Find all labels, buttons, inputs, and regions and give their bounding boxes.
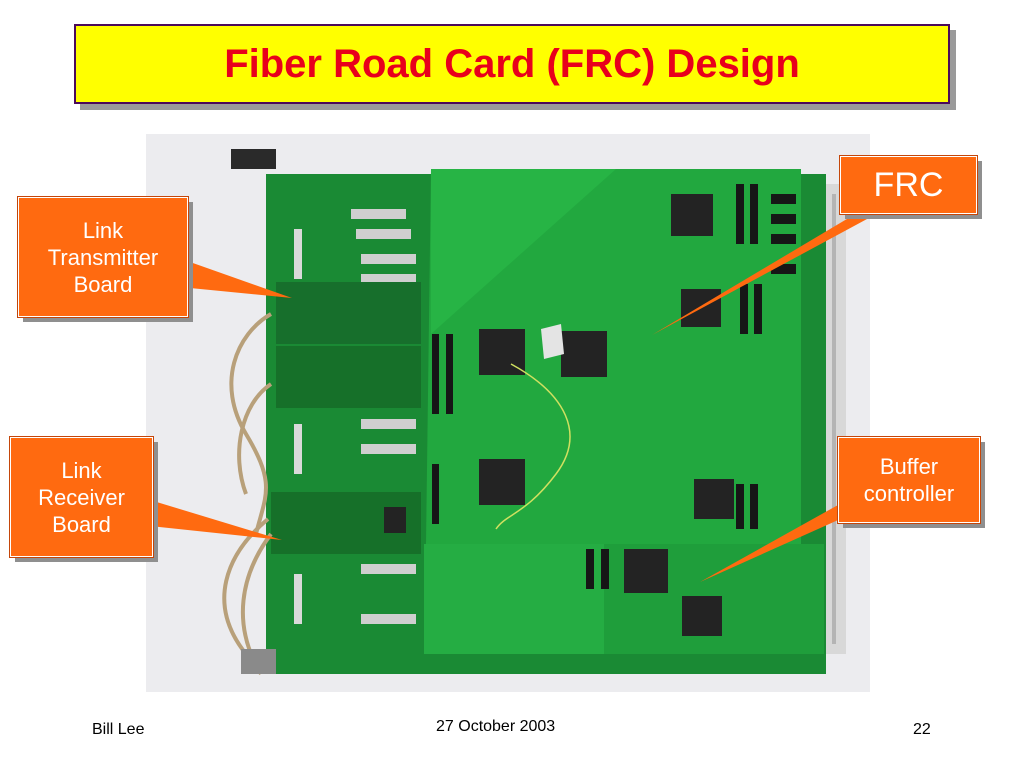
- slide-title-box: Fiber Road Card (FRC) Design: [74, 24, 950, 104]
- footer-page-number: 22: [913, 721, 931, 738]
- callout-link-transmitter-label: Link Transmitter Board: [47, 217, 159, 297]
- callout-frc-label: FRC: [873, 166, 944, 204]
- footer-author: Bill Lee: [92, 721, 145, 738]
- callout-link-transmitter-board: Link Transmitter Board: [17, 196, 189, 318]
- slide-title: Fiber Road Card (FRC) Design: [224, 41, 800, 86]
- callout-buffer-controller: Buffer controller: [837, 436, 981, 524]
- board-photo: [146, 134, 870, 692]
- callout-buffer-controller-label: Buffer controller: [863, 454, 955, 506]
- callout-link-receiver-board: Link Receiver Board: [9, 436, 154, 558]
- callout-frc: FRC: [839, 155, 978, 215]
- circuit-board-illustration: [222, 149, 846, 676]
- callout-link-receiver-label: Link Receiver Board: [38, 457, 125, 537]
- footer-date: 27 October 2003: [436, 718, 556, 735]
